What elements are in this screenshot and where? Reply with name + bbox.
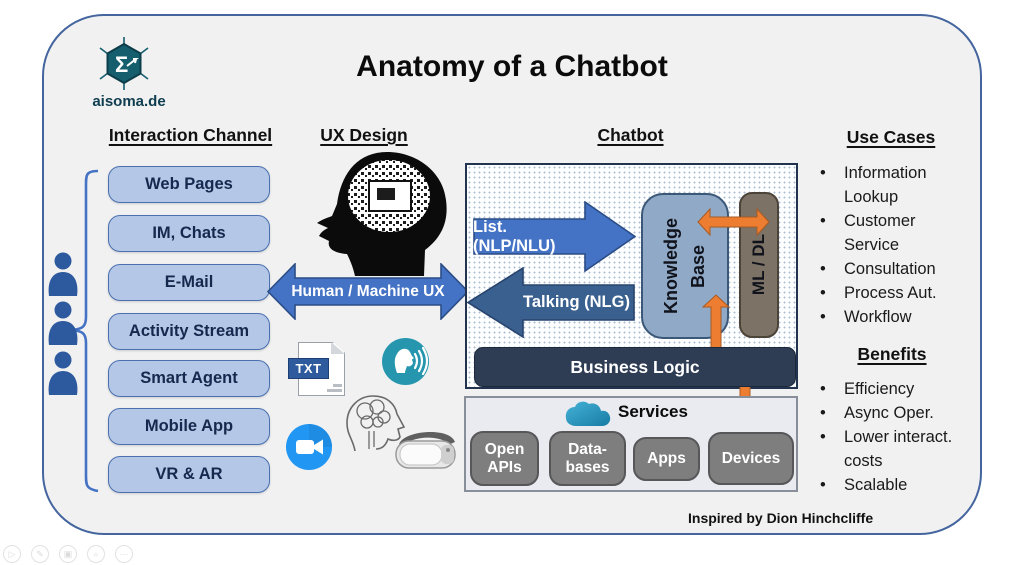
header-interaction-channel: Interaction Channel bbox=[108, 125, 273, 145]
business-logic-bar: Business Logic bbox=[474, 347, 796, 387]
kb-mldl-arrow bbox=[697, 208, 770, 236]
zoom-icon[interactable]: ⌕ bbox=[87, 545, 105, 563]
user-icon bbox=[48, 252, 78, 296]
use-case-item: Workflow bbox=[820, 305, 970, 329]
aisoma-logo-icon: Σ bbox=[99, 37, 149, 90]
voice-icon bbox=[382, 338, 429, 385]
use-case-item: Customer Service bbox=[820, 209, 970, 257]
ml-dl-label: ML / DL bbox=[749, 234, 769, 296]
vr-headset-icon bbox=[395, 432, 456, 469]
page-title: Anatomy of a Chatbot bbox=[356, 50, 668, 83]
user-icon bbox=[48, 351, 78, 395]
benefit-item: Scalable bbox=[820, 473, 970, 497]
service-apps: Apps bbox=[633, 437, 700, 481]
service-databases: Data- bases bbox=[549, 431, 626, 486]
use-case-item: Process Aut. bbox=[820, 281, 970, 305]
benefit-text: Lower interact. costs bbox=[844, 428, 953, 470]
credit-text: Inspired by Dion Hinchcliffe bbox=[688, 510, 874, 526]
header-ux-design: UX Design bbox=[320, 125, 408, 145]
use-case-text: Information Lookup bbox=[844, 164, 927, 206]
more-icon[interactable]: ⋯ bbox=[115, 545, 133, 563]
use-case-text: Process Aut. bbox=[844, 284, 937, 302]
use-case-text: Consultation bbox=[844, 260, 936, 278]
benefit-item: Efficiency bbox=[820, 377, 970, 401]
play-icon[interactable]: ▷ bbox=[3, 545, 21, 563]
use-case-item: Consultation bbox=[820, 257, 970, 281]
talk-arrow-label: Talking (NLG) bbox=[523, 293, 630, 311]
channel-smart-agent: Smart Agent bbox=[108, 360, 270, 397]
header-use-cases: Use Cases bbox=[846, 127, 936, 147]
use-case-text: Workflow bbox=[844, 308, 912, 326]
video-call-icon bbox=[286, 424, 332, 470]
channel-activity-stream: Activity Stream bbox=[108, 313, 270, 350]
cloud-icon bbox=[565, 401, 611, 426]
benefit-item: Async Oper. bbox=[820, 401, 970, 425]
use-case-text: Customer Service bbox=[844, 212, 916, 254]
channel-im-chats: IM, Chats bbox=[108, 215, 270, 252]
human-machine-ux-label: Human / Machine UX bbox=[291, 282, 445, 300]
user-icon bbox=[48, 301, 78, 345]
use-case-item: Information Lookup bbox=[820, 161, 970, 209]
txt-file-line bbox=[327, 389, 342, 392]
logo-sigma: Σ bbox=[115, 52, 128, 77]
txt-file-line bbox=[333, 384, 342, 387]
header-benefits: Benefits bbox=[857, 344, 927, 364]
channel-vr-ar: VR & AR bbox=[108, 456, 270, 493]
channel-web-pages: Web Pages bbox=[108, 166, 270, 203]
benefit-item: Lower interact. costs bbox=[820, 425, 970, 473]
benefit-text: Scalable bbox=[844, 476, 908, 494]
brain-sketch-icon bbox=[346, 395, 406, 452]
edit-icon[interactable]: ✎ bbox=[31, 545, 49, 563]
services-title: Services bbox=[618, 402, 688, 421]
service-open-apis: Open APIs bbox=[470, 431, 539, 486]
viewer-toolbar: ▷ ✎ ▣ ⌕ ⋯ bbox=[3, 545, 133, 563]
benefit-text: Efficiency bbox=[844, 380, 915, 398]
listen-arrow-label: List. (NLP/NLU) bbox=[473, 217, 556, 255]
txt-badge: TXT bbox=[288, 358, 329, 379]
service-devices: Devices bbox=[708, 432, 794, 485]
header-chatbot: Chatbot bbox=[597, 125, 664, 145]
camera-icon[interactable]: ▣ bbox=[59, 545, 77, 563]
logo-text: aisoma.de bbox=[92, 93, 166, 110]
brain-circuit-head-icon bbox=[317, 152, 447, 276]
channel-mobile-app: Mobile App bbox=[108, 408, 270, 445]
listen-arrow bbox=[473, 201, 636, 272]
channel-email: E-Mail bbox=[108, 264, 270, 301]
benefit-text: Async Oper. bbox=[844, 404, 934, 422]
use-cases-list: Information Lookup Customer Service Cons… bbox=[820, 161, 970, 329]
talk-arrow bbox=[467, 267, 635, 338]
benefits-list: Efficiency Async Oper. Lower interact. c… bbox=[820, 377, 970, 497]
